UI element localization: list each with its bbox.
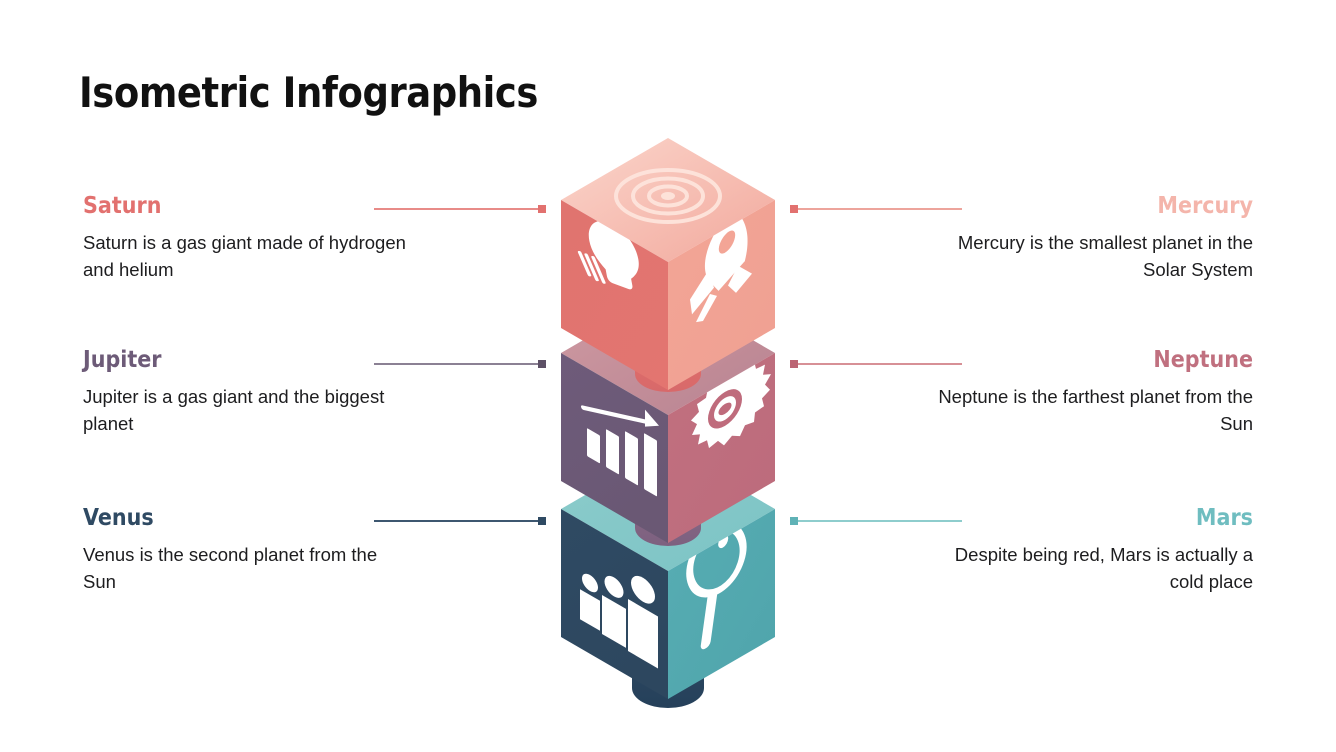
connector-line-jupiter <box>374 359 546 369</box>
rocket-icon <box>690 209 752 323</box>
entry-body-mars: Despite being red, Mars is actually a co… <box>954 544 1253 592</box>
connector-line-venus <box>374 516 546 526</box>
entry-heading-saturn: Saturn <box>83 193 162 219</box>
entry-heading-jupiter: Jupiter <box>83 347 162 373</box>
entry-body-venus: Venus is the second planet from the Sun <box>83 544 378 592</box>
entry-heading-venus: Venus <box>83 505 154 531</box>
top-pedestal <box>635 312 701 392</box>
entry-neptune: Neptune Neptune is the farthest planet f… <box>923 347 1253 437</box>
lightbulb-icon <box>577 221 639 290</box>
magnifier-icon <box>686 522 747 650</box>
connector-line-neptune <box>790 359 962 369</box>
entry-heading-mars: Mars <box>1195 505 1253 531</box>
connector-line-saturn <box>374 204 546 214</box>
entry-jupiter: Jupiter Jupiter is a gas giant and the b… <box>83 347 413 437</box>
page-title: Isometric Infographics <box>79 68 538 117</box>
entry-venus: Venus Venus is the second planet from th… <box>83 505 413 595</box>
middle-pedestal <box>635 466 701 546</box>
concentric-rings-icon <box>614 168 722 224</box>
middle-cube <box>561 291 775 543</box>
connector-line-mercury <box>790 204 962 214</box>
entry-body-jupiter: Jupiter is a gas giant and the biggest p… <box>83 386 385 434</box>
entry-body-neptune: Neptune is the farthest planet from the … <box>938 386 1253 434</box>
top-cube <box>561 138 775 390</box>
connector-line-mars <box>790 516 962 526</box>
entry-saturn: Saturn Saturn is a gas giant made of hyd… <box>83 193 413 283</box>
bottom-cube <box>561 447 775 699</box>
entry-heading-neptune: Neptune <box>1153 347 1253 373</box>
entry-body-mercury: Mercury is the smallest planet in the So… <box>957 232 1253 280</box>
bottom-pedestal <box>632 620 704 708</box>
entry-mars: Mars Despite being red, Mars is actually… <box>923 505 1253 595</box>
gear-icon <box>691 361 771 449</box>
entry-mercury: Mercury Mercury is the smallest planet i… <box>923 193 1253 283</box>
entry-heading-mercury: Mercury <box>1157 193 1253 219</box>
bar-chart-growth-icon <box>581 405 659 497</box>
people-group-icon <box>580 573 658 669</box>
entry-body-saturn: Saturn is a gas giant made of hydrogen a… <box>83 232 406 280</box>
